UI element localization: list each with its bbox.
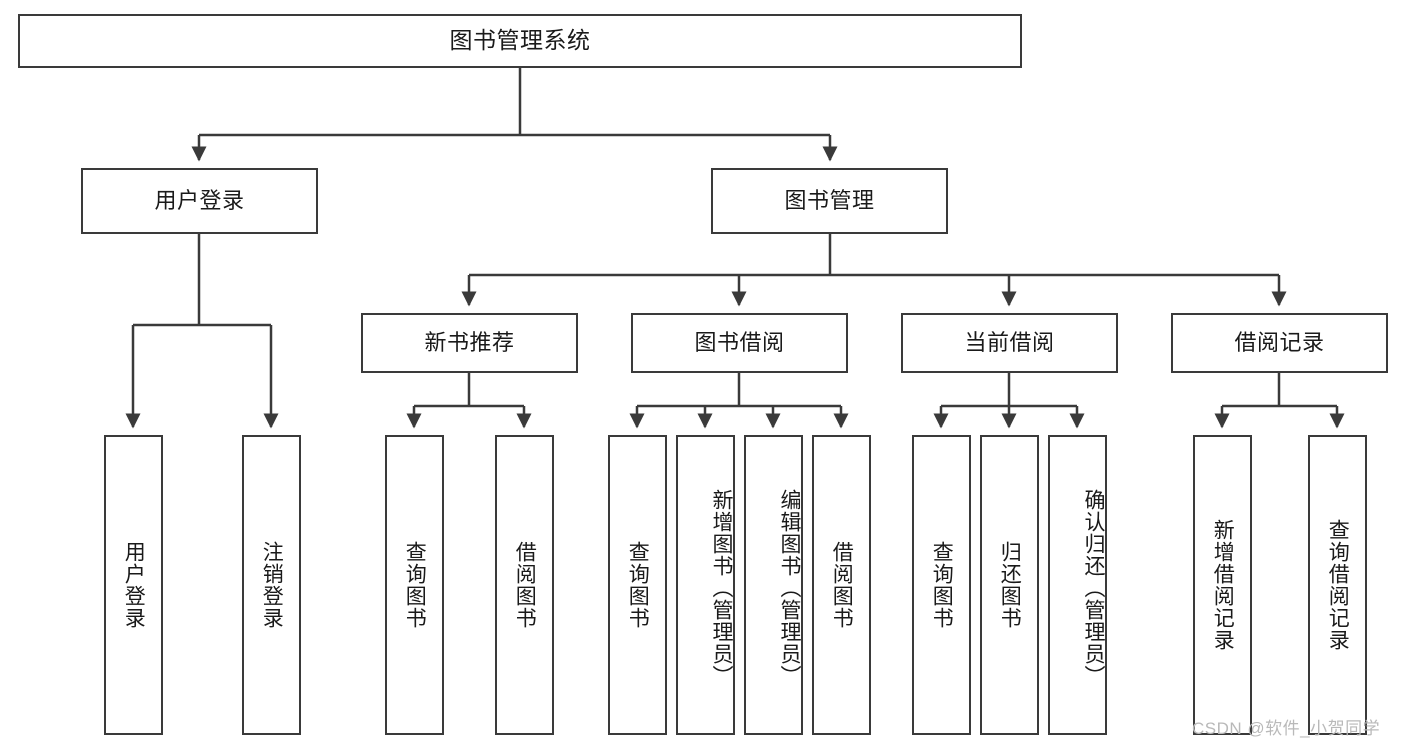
csdn-watermark: CSDN @软件_小贺同学 xyxy=(1192,719,1381,738)
leaf-query-borrow-record[interactable]: 查询借阅记录 xyxy=(1308,435,1367,735)
node-new-book-recommend[interactable]: 新书推荐 xyxy=(361,313,578,373)
leaf-return-book[interactable]: 归还图书 xyxy=(980,435,1039,735)
node-book-borrow[interactable]: 图书借阅 xyxy=(631,313,848,373)
leaf-query-book-current[interactable]: 查询图书 xyxy=(912,435,971,735)
node-root[interactable]: 图书管理系统 xyxy=(18,14,1022,68)
leaf-logout[interactable]: 注销登录 xyxy=(242,435,301,735)
node-book-management[interactable]: 图书管理 xyxy=(711,168,948,234)
leaf-add-book-admin[interactable]: 新增图书（管理员） xyxy=(676,435,735,735)
node-user-login[interactable]: 用户登录 xyxy=(81,168,318,234)
leaf-borrow-book[interactable]: 借阅图书 xyxy=(812,435,871,735)
leaf-add-borrow-record[interactable]: 新增借阅记录 xyxy=(1193,435,1252,735)
leaf-edit-book-admin[interactable]: 编辑图书（管理员） xyxy=(744,435,803,735)
node-current-borrow[interactable]: 当前借阅 xyxy=(901,313,1118,373)
leaf-query-book-recommend[interactable]: 查询图书 xyxy=(385,435,444,735)
leaf-query-book-borrow[interactable]: 查询图书 xyxy=(608,435,667,735)
leaf-borrow-book-recommend[interactable]: 借阅图书 xyxy=(495,435,554,735)
leaf-user-login[interactable]: 用户登录 xyxy=(104,435,163,735)
leaf-confirm-return-admin[interactable]: 确认归还（管理员） xyxy=(1048,435,1107,735)
node-borrow-record[interactable]: 借阅记录 xyxy=(1171,313,1388,373)
